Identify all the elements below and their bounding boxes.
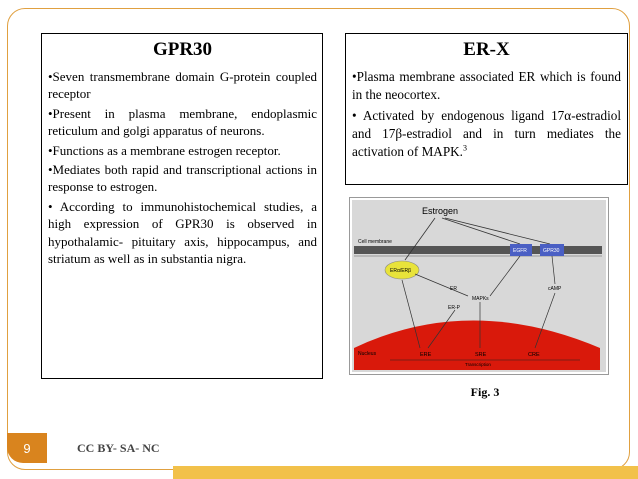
er-label: ER — [450, 286, 457, 292]
estrogen-signaling-figure: Estrogen Cell membrane ERα/ERβ EGFR GPR3… — [349, 197, 609, 375]
license-text: CC BY- SA- NC — [77, 441, 160, 455]
cre-label: CRE — [528, 352, 540, 358]
gpr30-receptor — [540, 244, 564, 256]
erx-bullet-1: •Plasma membrane associated ER which is … — [352, 69, 621, 102]
arrow-gpr30-camp — [551, 255, 556, 285]
gpr30-title: GPR30 — [152, 39, 213, 60]
figure-caption: Fig. 3 — [470, 385, 500, 399]
erx-bullet-2-text: • Activated by endogenous ligand 17α-est… — [352, 108, 621, 159]
camp-label: cAMP — [548, 286, 562, 292]
sre-label: SRE — [475, 352, 487, 358]
estrogen-signaling-diagram: Estrogen Cell membrane ERα/ERβ EGFR GPR3… — [352, 200, 606, 372]
arrow-estrogen-er — [404, 217, 436, 261]
erx-bullet-2: • Activated by endogenous ligand 17α-est… — [352, 107, 621, 161]
arrow-camp-cre — [534, 292, 556, 349]
estrogen-label: Estrogen — [422, 206, 458, 216]
cell-membrane-band — [354, 246, 602, 254]
page-number-badge: 9 — [7, 433, 47, 463]
arrow-estrogen-gpr30 — [444, 217, 551, 245]
er-p-label: ER-P — [448, 305, 461, 311]
er-alpha-beta-ellipse — [384, 260, 420, 280]
gpr30-bullet-1: •Seven transmembrane domain G-protein co… — [48, 69, 317, 102]
arrow-estrogen-egfr — [441, 217, 521, 245]
arrow-er-ere — [401, 279, 421, 349]
cell-membrane-label: Cell membrane — [358, 239, 392, 245]
gpr30-bullet-2: •Present in plasma membrane, endoplasmic… — [48, 105, 317, 139]
gpr30-box: GPR30 •Seven transmembrane domain G-prot… — [41, 33, 323, 379]
ere-label: ERE — [420, 352, 432, 358]
arrow-er-mapk — [414, 273, 469, 297]
gpr30-bullet-5: • According to immunohistochemical studi… — [48, 198, 317, 267]
gpr30-receptor-label: GPR30 — [543, 248, 560, 254]
footer-accent-bar — [173, 466, 638, 479]
arrow-erp-ere — [427, 309, 456, 349]
nucleus-shape — [354, 320, 600, 370]
transcription-label: Transcription — [465, 362, 491, 367]
egfr-label: EGFR — [513, 248, 527, 254]
erx-bullet-2-ref: 3 — [462, 143, 467, 153]
er-alpha-beta-label: ERα/ERβ — [390, 268, 411, 274]
mapks-label: MAPKs — [472, 296, 489, 302]
nucleus-label: Nucleus — [358, 351, 377, 357]
gpr30-bullet-4: •Mediates both rapid and transcriptional… — [48, 162, 317, 195]
erx-box: ER-X •Plasma membrane associated ER whic… — [345, 33, 628, 185]
gpr30-bullet-3: •Functions as a membrane estrogen recept… — [48, 142, 281, 158]
erx-title: ER-X — [463, 39, 510, 60]
egfr-receptor — [510, 244, 532, 256]
arrow-egfr-mapk — [489, 255, 521, 297]
